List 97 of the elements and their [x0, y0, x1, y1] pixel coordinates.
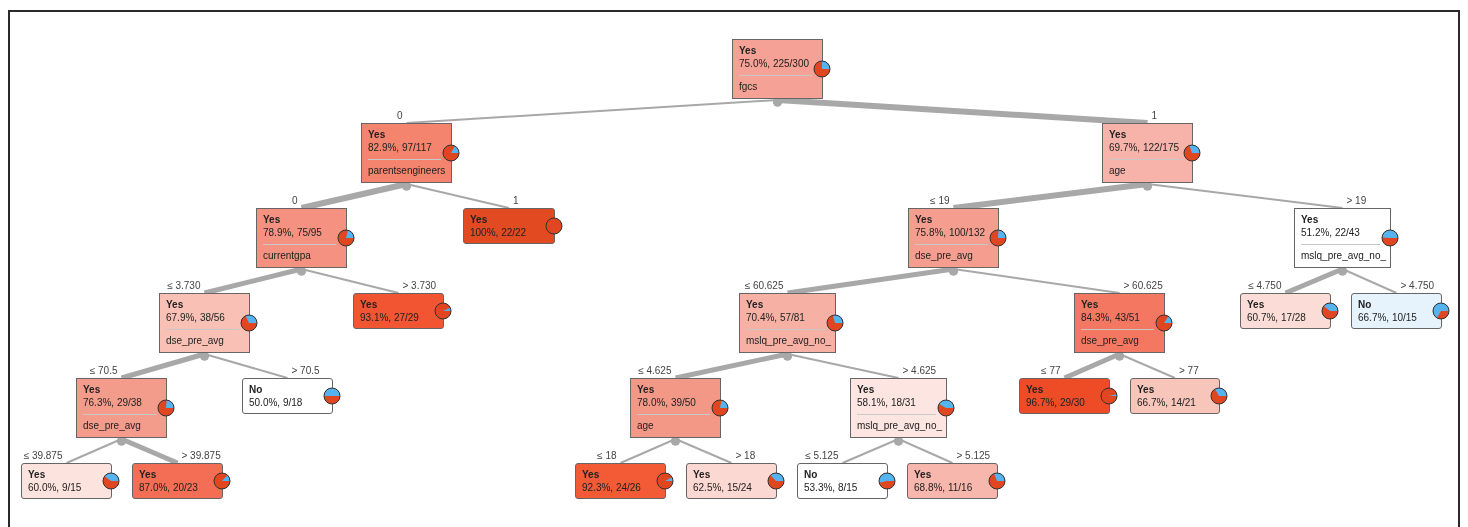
- edge-label: > 3.730: [402, 280, 437, 292]
- branch-line: [402, 181, 510, 209]
- edge-label: 0: [396, 110, 403, 122]
- class-label: Yes: [1137, 384, 1155, 395]
- class-label: Yes: [739, 45, 757, 56]
- edge-label: > 70.5: [291, 365, 320, 377]
- class-label: Yes: [693, 469, 711, 480]
- class-label: No: [1358, 299, 1372, 310]
- branch-line: [200, 351, 289, 379]
- edge-label: ≤ 4.750: [1248, 280, 1282, 292]
- branch-line: [1115, 351, 1176, 379]
- class-label: No: [249, 384, 263, 395]
- stat-text: 60.7%, 17/28: [1247, 312, 1306, 323]
- split-feature: dse_pre_avg: [1081, 335, 1139, 346]
- edge-label: > 39.875: [181, 450, 221, 462]
- split-feature: dse_pre_avg: [915, 250, 973, 261]
- stat-text: 51.2%, 22/43: [1301, 227, 1360, 238]
- split-feature: mslq_pre_avg_no_: [746, 335, 832, 346]
- stat-text: 75.0%, 225/300: [739, 58, 810, 69]
- edge-label: ≤ 60.625: [744, 280, 784, 292]
- stat-text: 53.3%, 8/15: [804, 482, 858, 493]
- class-label: Yes: [582, 469, 600, 480]
- stat-text: 62.5%, 15/24: [693, 482, 752, 493]
- class-label: Yes: [746, 299, 764, 310]
- split-feature: dse_pre_avg: [83, 420, 141, 431]
- stat-text: 96.7%, 29/30: [1026, 397, 1085, 408]
- branch-line: [671, 436, 733, 464]
- split-feature: dse_pre_avg: [166, 335, 224, 346]
- class-label: Yes: [915, 214, 933, 225]
- stat-text: 76.3%, 29/38: [83, 397, 142, 408]
- branch-line: [783, 351, 900, 379]
- edge-label: ≤ 70.5: [89, 365, 118, 377]
- edge-label: ≤ 3.730: [167, 280, 201, 292]
- split-feature: mslq_pre_avg_no_: [857, 420, 943, 431]
- split-feature: parentsengineers: [368, 165, 446, 176]
- split-feature: currentgpa: [263, 250, 311, 261]
- edge-label: > 4.625: [902, 365, 937, 377]
- edge-label: ≤ 4.625: [638, 365, 672, 377]
- edge-label: > 60.625: [1123, 280, 1163, 292]
- split-feature: age: [637, 420, 654, 431]
- class-label: Yes: [470, 214, 488, 225]
- class-label: Yes: [1081, 299, 1099, 310]
- class-label: Yes: [263, 214, 281, 225]
- branch-line: [949, 266, 1121, 294]
- class-label: Yes: [1247, 299, 1265, 310]
- edge-label: ≤ 19: [930, 195, 950, 207]
- edge-label: > 77: [1179, 365, 1199, 377]
- class-label: Yes: [83, 384, 101, 395]
- edge-label: > 18: [735, 450, 756, 462]
- stat-text: 66.7%, 14/21: [1137, 397, 1196, 408]
- edge-label: ≤ 18: [597, 450, 617, 462]
- stat-text: 87.0%, 20/23: [139, 482, 198, 493]
- stat-text: 93.1%, 27/29: [360, 312, 419, 323]
- class-label: Yes: [368, 129, 386, 140]
- class-label: Yes: [139, 469, 157, 480]
- stat-text: 75.8%, 100/132: [915, 227, 986, 238]
- edge-label: > 5.125: [956, 450, 991, 462]
- stat-text: 92.3%, 24/26: [582, 482, 641, 493]
- class-label: Yes: [28, 469, 46, 480]
- split-feature: mslq_pre_avg_no_: [1301, 250, 1387, 261]
- edge-label: ≤ 39.875: [23, 450, 63, 462]
- branch-line: [1338, 266, 1398, 294]
- stat-text: 50.0%, 9/18: [249, 397, 303, 408]
- edge-label: 0: [291, 195, 298, 207]
- edge-label: 1: [513, 195, 519, 207]
- stat-text: 84.3%, 43/51: [1081, 312, 1140, 323]
- stat-text: 82.9%, 97/117: [368, 142, 432, 153]
- branch-line: [894, 436, 954, 464]
- stat-text: 70.4%, 57/81: [746, 312, 805, 323]
- stat-text: 69.7%, 122/175: [1109, 142, 1180, 153]
- class-label: Yes: [1301, 214, 1319, 225]
- edge-label: ≤ 5.125: [805, 450, 839, 462]
- edge-label: > 4.750: [1400, 280, 1435, 292]
- class-label: No: [804, 469, 818, 480]
- stat-text: 60.0%, 9/15: [28, 482, 82, 493]
- stat-text: 68.8%, 11/16: [914, 482, 973, 493]
- stat-text: 78.0%, 39/50: [637, 397, 696, 408]
- class-label: Yes: [914, 469, 932, 480]
- stat-text: 100%, 22/22: [470, 227, 527, 238]
- class-label: Yes: [360, 299, 378, 310]
- stat-text: 78.9%, 75/95: [263, 227, 322, 238]
- branch-line: [297, 266, 400, 294]
- class-label: Yes: [637, 384, 655, 395]
- stat-text: 58.1%, 18/31: [857, 397, 916, 408]
- branch-line: [773, 97, 1148, 126]
- stat-text: 67.9%, 38/56: [166, 312, 225, 323]
- split-feature: fgcs: [739, 81, 758, 92]
- edge-label: ≤ 77: [1041, 365, 1061, 377]
- class-label: Yes: [1109, 129, 1127, 140]
- edge-label: > 19: [1346, 195, 1367, 207]
- split-feature: age: [1109, 165, 1126, 176]
- stat-text: 66.7%, 10/15: [1358, 312, 1417, 323]
- class-label: Yes: [1026, 384, 1044, 395]
- class-label: Yes: [166, 299, 184, 310]
- branch-line: [1143, 181, 1344, 209]
- class-label: Yes: [857, 384, 875, 395]
- edge-label: 1: [1151, 110, 1158, 122]
